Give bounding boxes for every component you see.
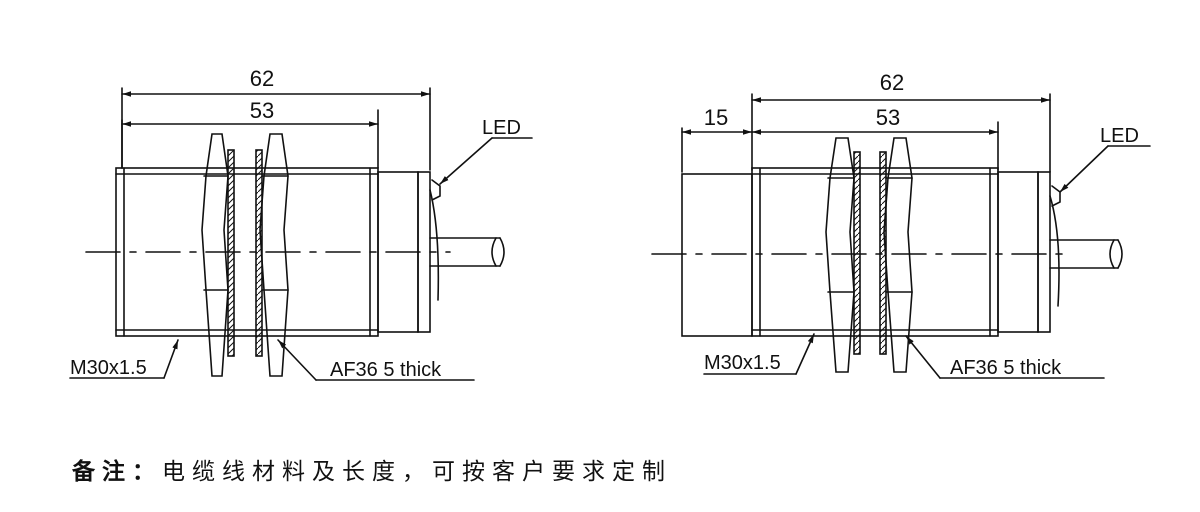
left-nut-1	[201, 133, 235, 377]
right-view: 62 53 15	[651, 70, 1151, 379]
right-nut-label: AF36 5 thick	[950, 357, 1062, 379]
left-nut-2	[255, 133, 289, 377]
left-view: 62 53	[69, 66, 533, 381]
right-nut-2	[879, 137, 913, 373]
right-dim-62: 62	[880, 70, 904, 95]
left-cable	[429, 237, 505, 267]
right-dim-53: 53	[876, 105, 900, 130]
right-threaded-body	[751, 167, 999, 337]
remark-text: 电缆线材料及长度，可按客户要求定制	[162, 459, 672, 485]
left-dim-62: 62	[250, 66, 274, 91]
right-thread-label: M30x1.5	[704, 352, 781, 374]
right-led-label: LED	[1100, 125, 1139, 147]
right-front-stub	[681, 173, 753, 337]
left-led-label: LED	[482, 117, 521, 139]
right-dim-15: 15	[704, 105, 728, 130]
right-cable	[1049, 239, 1123, 269]
right-nut-1	[825, 137, 861, 373]
left-thread-label: M30x1.5	[70, 357, 147, 379]
remark-prefix: 备注：	[72, 459, 162, 485]
remark-note: 备注：电缆线材料及长度，可按客户要求定制	[72, 452, 672, 486]
right-rear-housing	[997, 171, 1039, 333]
left-dim-53: 53	[250, 98, 274, 123]
left-nut-label: AF36 5 thick	[330, 359, 442, 381]
